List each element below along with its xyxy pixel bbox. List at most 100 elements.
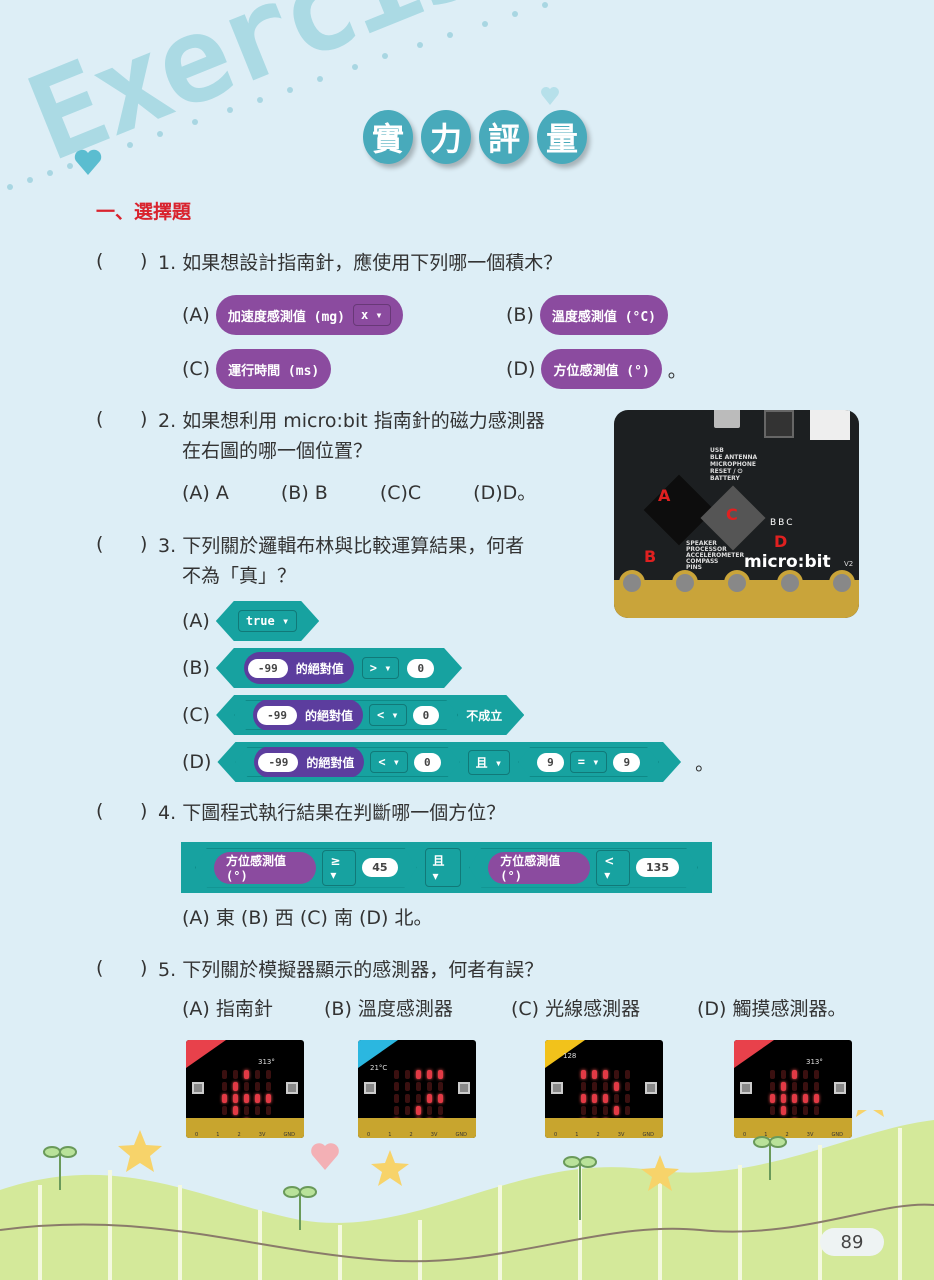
led: [614, 1070, 619, 1079]
led: [625, 1082, 630, 1091]
pin-label: GND: [642, 1132, 654, 1138]
led: [255, 1094, 260, 1103]
accent-corner: [358, 1040, 398, 1068]
led: [255, 1106, 260, 1115]
led: [814, 1106, 819, 1115]
led: [814, 1070, 819, 1079]
led: [814, 1094, 819, 1103]
led: [416, 1106, 421, 1115]
pin-label: 2: [409, 1132, 413, 1138]
led: [592, 1082, 597, 1091]
led: [438, 1094, 443, 1103]
button-b[interactable]: [645, 1082, 657, 1094]
answer-paren-open[interactable]: (: [96, 957, 104, 979]
pin-label: 2: [237, 1132, 241, 1138]
pin-label: GND: [455, 1132, 467, 1138]
led: [244, 1082, 249, 1091]
led: [614, 1106, 619, 1115]
led: [581, 1094, 586, 1103]
led: [438, 1106, 443, 1115]
pin-label: GND: [831, 1132, 843, 1138]
led: [416, 1094, 421, 1103]
dotted-decoration: [7, 2, 559, 190]
led: [416, 1070, 421, 1079]
led: [222, 1070, 227, 1079]
led: [781, 1082, 786, 1091]
pin-label: 1: [388, 1132, 392, 1138]
version-label: V2: [844, 560, 854, 568]
pin-label: 0: [195, 1132, 199, 1138]
button-b[interactable]: [834, 1082, 846, 1094]
led: [427, 1106, 432, 1115]
sensor-readout: 313°: [806, 1058, 823, 1066]
led: [781, 1070, 786, 1079]
led: [405, 1094, 410, 1103]
answer-paren-open[interactable]: (: [96, 533, 104, 555]
led: [244, 1106, 249, 1115]
led: [255, 1082, 260, 1091]
led: [233, 1082, 238, 1091]
led: [803, 1094, 808, 1103]
led: [394, 1082, 399, 1091]
button-b[interactable]: [458, 1082, 470, 1094]
answer-paren-open[interactable]: (: [96, 408, 104, 430]
pin-label: 0: [554, 1132, 558, 1138]
led: [266, 1070, 271, 1079]
bbc-logo: BBC: [770, 518, 795, 528]
heart-icon: [74, 149, 102, 175]
led: [770, 1082, 775, 1091]
answer-paren-close: ): [140, 800, 148, 822]
q5-option-a: (A) 指南針: [182, 998, 273, 1020]
pin-label: 3V: [258, 1132, 266, 1138]
led: [581, 1106, 586, 1115]
led: [394, 1070, 399, 1079]
q3-option-a: (A)true ▾: [182, 601, 319, 641]
q4-code-block: 方位感測值 (°)≥ ▾45 且 ▾ 方位感測值 (°)< ▾135: [181, 842, 712, 893]
accent-corner: [186, 1040, 226, 1068]
led: [781, 1106, 786, 1115]
sensor-readout: 21°C: [370, 1064, 388, 1072]
sensor-readout: 313°: [258, 1058, 275, 1066]
led: [233, 1094, 238, 1103]
led: [581, 1082, 586, 1091]
led: [255, 1070, 260, 1079]
q4-options: (A) 東 (B) 西 (C) 南 (D) 北。: [182, 907, 433, 929]
title-char: 評: [479, 110, 529, 164]
answer-paren-open[interactable]: (: [96, 250, 104, 272]
button-a[interactable]: [740, 1082, 752, 1094]
led: [803, 1070, 808, 1079]
pin-label: 3V: [617, 1132, 625, 1138]
button-a[interactable]: [364, 1082, 376, 1094]
button-b[interactable]: [286, 1082, 298, 1094]
led: [592, 1094, 597, 1103]
page-title: 實 力 評 量: [363, 110, 587, 164]
pin-label: 1: [764, 1132, 768, 1138]
led: [603, 1106, 608, 1115]
led: [770, 1106, 775, 1115]
q1-option-d: (D)方位感測值 (°)。: [506, 349, 687, 389]
answer-paren-close: ): [140, 957, 148, 979]
label-c: C: [726, 505, 738, 524]
label-a: A: [658, 486, 671, 505]
title-char: 實: [363, 110, 413, 164]
answer-paren-open[interactable]: (: [96, 800, 104, 822]
button-a[interactable]: [192, 1082, 204, 1094]
q5-option-d: (D) 觸摸感測器。: [697, 998, 847, 1020]
question-3: 3. 下列關於邏輯布林與比較運算結果，何者不為「真」？: [158, 535, 525, 587]
led: [405, 1106, 410, 1115]
led: [592, 1070, 597, 1079]
led: [803, 1106, 808, 1115]
led: [438, 1070, 443, 1079]
led: [792, 1082, 797, 1091]
led: [614, 1082, 619, 1091]
button-a[interactable]: [551, 1082, 563, 1094]
accent-corner: [545, 1040, 585, 1068]
pin-label: GND: [283, 1132, 295, 1138]
led: [405, 1082, 410, 1091]
